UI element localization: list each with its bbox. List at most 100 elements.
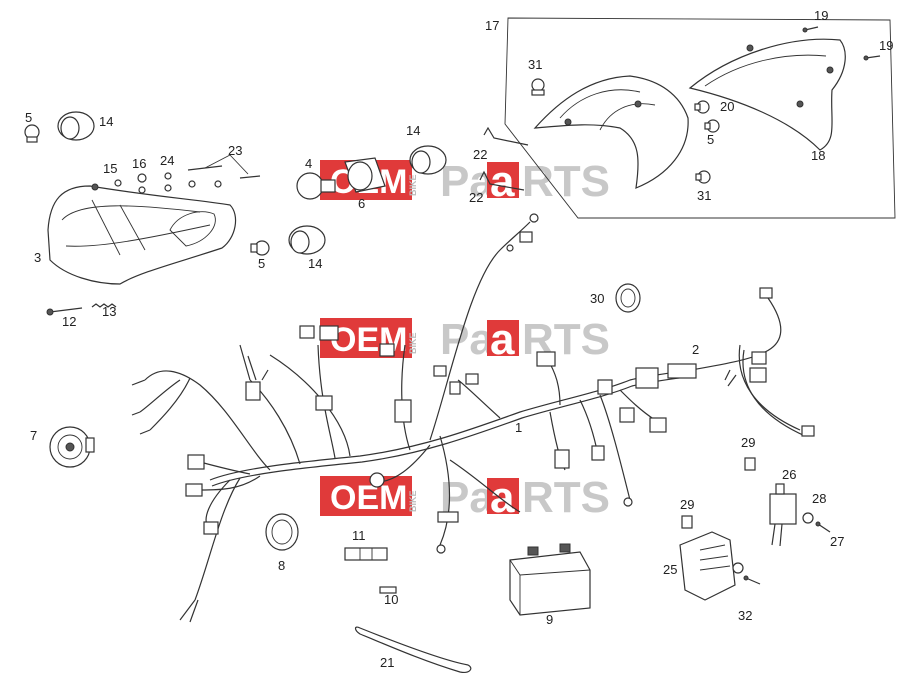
callout-32: 32: [738, 608, 752, 623]
callout-26: 26: [782, 467, 796, 482]
callout-3: 3: [34, 250, 41, 265]
bulb-31b: [695, 170, 711, 184]
svg-text:OEM: OEM: [330, 321, 407, 359]
callout-10: 10: [384, 592, 398, 607]
callout-1: 1: [515, 420, 522, 435]
callout-22b: 22: [469, 190, 483, 205]
svg-text:RTS: RTS: [522, 157, 610, 206]
callout-17: 17: [485, 18, 499, 33]
bulb-5b: [250, 240, 270, 256]
svg-text:BIKE: BIKE: [408, 332, 418, 354]
bulb-31a: [531, 78, 545, 96]
screw-12: [46, 307, 83, 316]
bulb-20: [694, 100, 710, 114]
callout-16: 16: [132, 156, 146, 171]
callout-5b: 5: [258, 256, 265, 271]
callout-25: 25: [663, 562, 677, 577]
callout-19b: 19: [879, 38, 893, 53]
tail-light-group-frame: [504, 17, 896, 219]
fuse-holder-11: [344, 547, 388, 561]
svg-text:BIKE: BIKE: [408, 174, 418, 196]
svg-text:Pa: Pa: [440, 315, 494, 364]
callout-29a: 29: [741, 435, 755, 450]
belt-21: [354, 626, 472, 673]
wiring-harness-2: [667, 287, 815, 437]
wire-clip-22a: [483, 126, 529, 146]
main-wiring-harness: [131, 213, 693, 623]
washer-28: [802, 512, 814, 524]
callout-28: 28: [812, 491, 826, 506]
svg-text:RTS: RTS: [522, 315, 610, 364]
callout-12: 12: [62, 314, 76, 329]
tail-light-body: [533, 75, 689, 189]
nut-24: [164, 172, 222, 192]
callout-14c: 14: [406, 123, 420, 138]
svg-text:a: a: [490, 157, 515, 206]
svg-text:OEM: OEM: [330, 479, 407, 517]
watermark-middle: OEM BIKE Pa a RTS: [320, 315, 610, 364]
callout-19a: 19: [814, 8, 828, 23]
callout-29b: 29: [680, 497, 694, 512]
bulb-holder-6: [344, 157, 386, 193]
headlight-assembly: [47, 183, 237, 285]
regulator-25: [679, 531, 736, 601]
callout-14b: 14: [308, 256, 322, 271]
callout-31b: 31: [697, 188, 711, 203]
callout-15: 15: [103, 161, 117, 176]
svg-text:a: a: [490, 315, 515, 364]
callout-9: 9: [546, 612, 553, 627]
bulb-4: [296, 172, 336, 200]
fuse-10: [379, 586, 397, 594]
callout-20: 20: [720, 99, 734, 114]
clamp-8: [265, 513, 299, 551]
bulb-5c: [704, 119, 720, 133]
relay-26: [769, 483, 797, 547]
socket-14c: [409, 145, 447, 175]
screw-19b: [863, 55, 881, 61]
svg-text:BIKE: BIKE: [408, 490, 418, 512]
washer-32: [732, 562, 744, 574]
nut-15: [114, 179, 122, 187]
screw-32: [743, 575, 761, 585]
callout-23: 23: [228, 143, 242, 158]
callout-13: 13: [102, 304, 116, 319]
callout-11: 11: [352, 528, 366, 543]
callout-labels: 1 2 3 4 5 5 5 6 7 8 9 10 11 12 13 14 14 …: [25, 8, 893, 670]
callout-7: 7: [30, 428, 37, 443]
clip-29a: [744, 457, 756, 471]
callout-27: 27: [830, 534, 844, 549]
callout-8: 8: [278, 558, 285, 573]
callout-14a: 14: [99, 114, 113, 129]
washer-16: [137, 173, 147, 194]
screw-23: [187, 154, 261, 179]
screw-13: [91, 303, 117, 308]
bulb-5a: [24, 124, 40, 143]
wire-clip-22b: [479, 170, 525, 191]
callout-22a: 22: [473, 147, 487, 162]
watermark-bottom: OEM BIKE Pa a RTS: [320, 473, 610, 522]
rear-cover: [688, 38, 846, 151]
clamp-30: [615, 283, 641, 313]
svg-text:Pa: Pa: [440, 157, 494, 206]
callout-18: 18: [811, 148, 825, 163]
svg-text:a: a: [490, 473, 515, 522]
svg-text:RTS: RTS: [522, 473, 610, 522]
callout-5a: 5: [25, 110, 32, 125]
screw-27: [815, 521, 831, 533]
callout-30: 30: [590, 291, 604, 306]
callout-6: 6: [358, 196, 365, 211]
callout-4: 4: [305, 156, 312, 171]
clip-29b: [681, 515, 693, 529]
screw-19a: [802, 26, 819, 33]
callout-31a: 31: [528, 57, 542, 72]
watermark-top: OEM BIKE Pa a RTS: [320, 157, 610, 206]
socket-14a: [57, 111, 95, 141]
battery-9: [509, 543, 591, 616]
callout-2: 2: [692, 342, 699, 357]
horn-7: [49, 426, 95, 468]
callout-5c: 5: [707, 132, 714, 147]
callout-21: 21: [380, 655, 394, 670]
callout-24: 24: [160, 153, 174, 168]
socket-14b: [288, 225, 326, 255]
